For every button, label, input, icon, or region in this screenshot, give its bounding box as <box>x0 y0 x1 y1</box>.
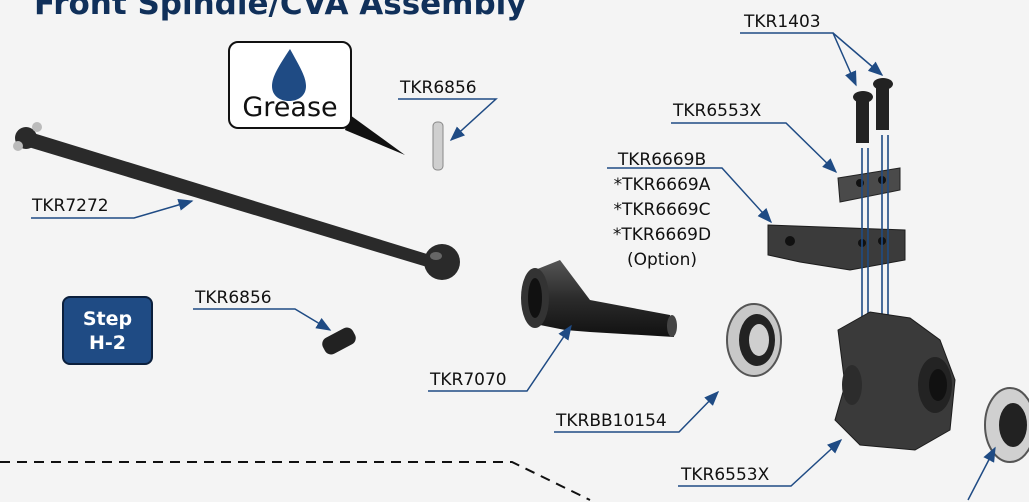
pin-bottom-part <box>322 327 356 355</box>
step-badge: Step H-2 <box>62 296 153 365</box>
steering-arm-part <box>767 224 906 271</box>
grease-label: Grease <box>242 92 338 123</box>
part-label-tkr6669d: *TKR6669D <box>612 225 712 245</box>
part-label-tkr6669a: *TKR6669A <box>613 175 711 195</box>
part-label-tkr6669c: *TKR6669C <box>613 200 711 220</box>
part-label-tkr6553x-top: TKR6553X <box>673 101 762 121</box>
cva-axle-part <box>521 260 677 337</box>
bearing-part <box>726 303 782 377</box>
bearing-right-part <box>984 387 1029 463</box>
part-label-tkr7070: TKR7070 <box>430 370 507 390</box>
step-number: H-2 <box>88 332 126 354</box>
leader-lines <box>31 32 996 501</box>
part-label-tkr6669b: TKR6669B <box>617 150 707 170</box>
part-label-tkrbb10154: TKRBB10154 <box>556 411 667 431</box>
screws-part <box>853 78 893 143</box>
top-plate-part <box>837 167 901 203</box>
part-label-tkr6553x-bottom: TKR6553X <box>681 465 770 485</box>
steering-arm-labels: TKR6669B *TKR6669A *TKR6669C *TKR6669D (… <box>588 148 736 273</box>
dogbone-part <box>13 122 460 280</box>
part-label-tkr7272: TKR7272 <box>32 196 109 216</box>
spindle-part <box>834 311 956 451</box>
pin-top-part <box>432 121 444 171</box>
option-note: (Option) <box>626 250 697 270</box>
page-title: Front Spindle/CVA Assembly <box>34 0 527 22</box>
drop-icon <box>272 49 306 101</box>
part-label-tkr1403: TKR1403 <box>744 12 821 32</box>
grease-callout: Grease <box>228 41 352 129</box>
part-label-tkr6856-top: TKR6856 <box>400 78 477 98</box>
section-divider <box>0 461 591 501</box>
grease-callout-tail <box>345 115 405 155</box>
part-label-tkr6856-bottom: TKR6856 <box>195 288 272 308</box>
step-label: Step <box>82 308 133 330</box>
